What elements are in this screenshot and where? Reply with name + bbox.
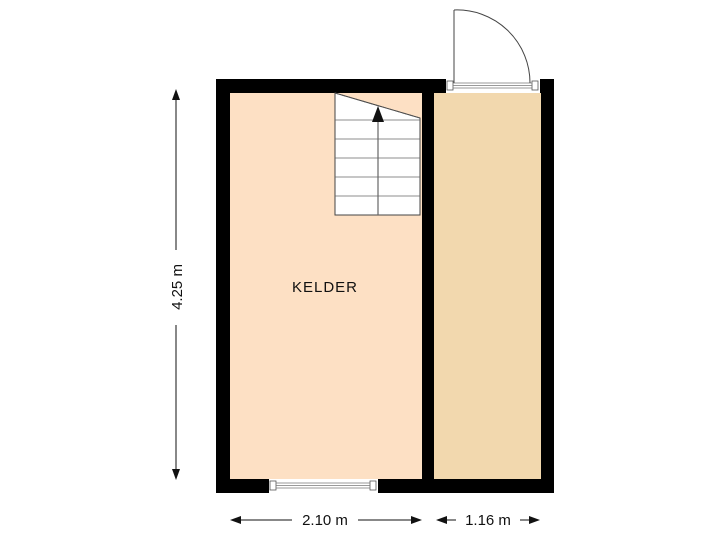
dimension-width-left: 2.10 m: [230, 512, 422, 529]
dimension-height: 4.25 m: [169, 89, 186, 480]
window: [269, 479, 378, 493]
svg-text:1.16 m: 1.16 m: [465, 512, 511, 529]
room-label-kelder: KELDER: [292, 279, 358, 296]
dimension-width-right: 1.16 m: [436, 512, 540, 529]
svg-text:2.10 m: 2.10 m: [302, 512, 348, 529]
svg-text:4.25 m: 4.25 m: [169, 264, 186, 310]
stair-arrow-icon: [372, 106, 384, 122]
stairs: [334, 92, 421, 216]
room-right[interactable]: [434, 93, 541, 479]
door-swing-arc: [453, 9, 531, 84]
